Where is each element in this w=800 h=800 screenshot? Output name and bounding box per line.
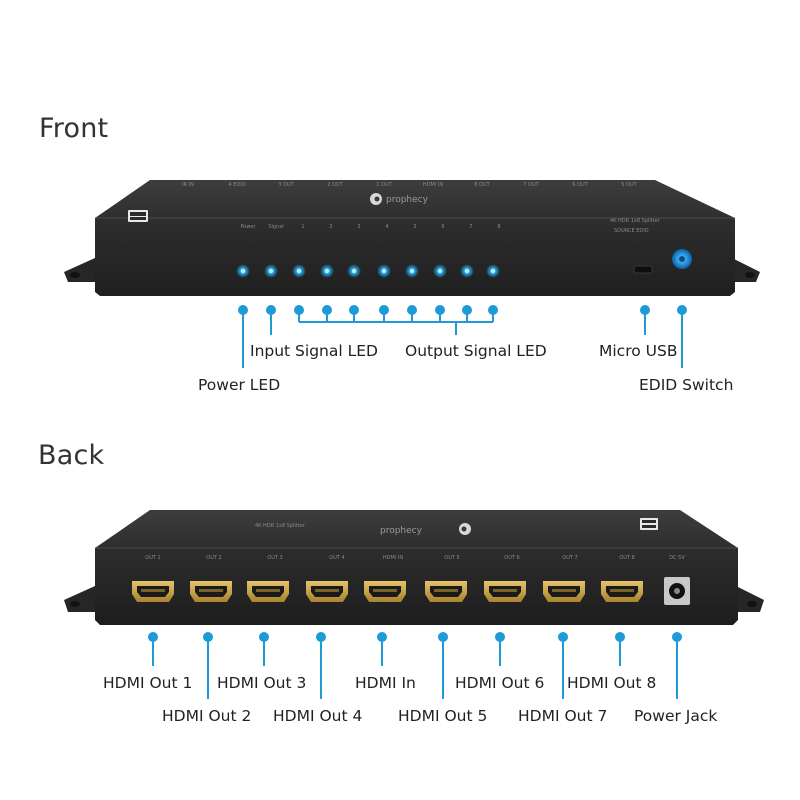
callout-hdmi-out-6: HDMI Out 6 (455, 674, 545, 692)
callout-dot (322, 305, 332, 315)
front-edid-label: SOURCE EDID (614, 228, 649, 234)
back-port-label: HDMI IN (383, 555, 403, 561)
hdmi-out-port (132, 581, 174, 602)
front-model-text: 4K HDR 1x8 Splitter (610, 218, 661, 224)
micro-usb-port (633, 265, 653, 274)
callout-hdmi-out-1: HDMI Out 1 (103, 674, 193, 692)
callout-hdmi-out-3: HDMI Out 3 (217, 674, 307, 692)
led-label: 2 (329, 224, 332, 230)
callout-dot (615, 632, 625, 642)
hdmi-out-port (190, 581, 232, 602)
led-9 (464, 268, 470, 274)
callout-dot (435, 305, 445, 315)
led-label: Power (240, 224, 256, 230)
hdmi-out-port (543, 581, 585, 602)
top-port-label: 4 EDID (228, 182, 245, 188)
front-face (95, 218, 735, 296)
top-port-label: 3 OUT (278, 182, 294, 188)
callout-dot (495, 632, 505, 642)
back-face (95, 548, 738, 625)
back-port-label: OUT 8 (619, 555, 634, 561)
top-port-label: 7 OUT (523, 182, 539, 188)
back-model-text: 4K HDR 1x8 Splitter (255, 523, 306, 529)
top-port-label: 8 OUT (474, 182, 490, 188)
callout-hdmi-out-5: HDMI Out 5 (398, 707, 488, 725)
back-port-label: OUT 3 (267, 555, 282, 561)
callout-dot (349, 305, 359, 315)
led-6 (381, 268, 387, 274)
back-port-label: OUT 7 (562, 555, 577, 561)
callout-hdmi-out-2: HDMI Out 2 (162, 707, 252, 725)
led-1 (240, 268, 246, 274)
callout-dot (203, 632, 213, 642)
front-brand-text: prophecy (386, 195, 429, 205)
callout-dot (259, 632, 269, 642)
callout-hdmi-out-8: HDMI Out 8 (567, 674, 657, 692)
led-label: 8 (497, 224, 500, 230)
top-port-label: 2 OUT (327, 182, 343, 188)
back-port-label: OUT 5 (444, 555, 459, 561)
top-port-label: 6 OUT (572, 182, 588, 188)
callout-dot (462, 305, 472, 315)
callout-edid-switch: EDID Switch (639, 376, 734, 394)
back-brand-text: prophecy (380, 526, 423, 536)
callout-hdmi-out-7: HDMI Out 7 (518, 707, 608, 725)
led-label: 7 (469, 224, 472, 230)
callout-dot (316, 632, 326, 642)
back-port-label: DC 5V (669, 555, 685, 561)
led-label: 1 (301, 224, 304, 230)
hdmi-out-port (425, 581, 467, 602)
led-label: 4 (385, 224, 388, 230)
callout-dot (148, 632, 158, 642)
callout-hdmi-in: HDMI In (355, 674, 416, 692)
back-title: Back (38, 440, 105, 471)
led-label: Signal (268, 224, 283, 230)
led-5 (351, 268, 357, 274)
callout-output-signal-led: Output Signal LED (405, 342, 547, 360)
led-8 (437, 268, 443, 274)
callout-dot (672, 632, 682, 642)
front-title: Front (39, 113, 109, 144)
front-top-surface (95, 180, 735, 218)
callout-dot (558, 632, 568, 642)
callout-input-signal-led: Input Signal LED (250, 342, 378, 360)
top-port-label: HDMI IN (423, 182, 443, 188)
callout-dot (377, 632, 387, 642)
back-port-label: OUT 4 (329, 555, 344, 561)
top-port-label: 5 OUT (621, 182, 637, 188)
callout-dot (488, 305, 498, 315)
callout-hdmi-out-4: HDMI Out 4 (273, 707, 363, 725)
led-7 (409, 268, 415, 274)
led-label: 5 (413, 224, 416, 230)
back-port-label: OUT 1 (145, 555, 160, 561)
led-3 (296, 268, 302, 274)
top-port-label: 1 OUT (376, 182, 392, 188)
callout-micro-usb: Micro USB (599, 342, 678, 360)
back-top-surface (95, 510, 738, 548)
callout-dot (438, 632, 448, 642)
callout-dot (294, 305, 304, 315)
back-right-ear (734, 586, 764, 612)
hdmi-out-port (484, 581, 526, 602)
led-4 (324, 268, 330, 274)
callout-dot (407, 305, 417, 315)
callout-power-jack: Power Jack (634, 707, 718, 725)
hdmi-in-port (364, 581, 406, 602)
hdmi-out-port (601, 581, 643, 602)
hdmi-out-port (247, 581, 289, 602)
led-label: 6 (441, 224, 444, 230)
led-10 (490, 268, 496, 274)
led-2 (268, 268, 274, 274)
back-port-label: OUT 6 (504, 555, 519, 561)
hdmi-out-port (306, 581, 348, 602)
back-port-label: OUT 2 (206, 555, 221, 561)
callout-dot (379, 305, 389, 315)
callout-power-led: Power LED (198, 376, 281, 394)
led-label: 3 (357, 224, 360, 230)
top-port-label: IR IN (182, 182, 194, 188)
